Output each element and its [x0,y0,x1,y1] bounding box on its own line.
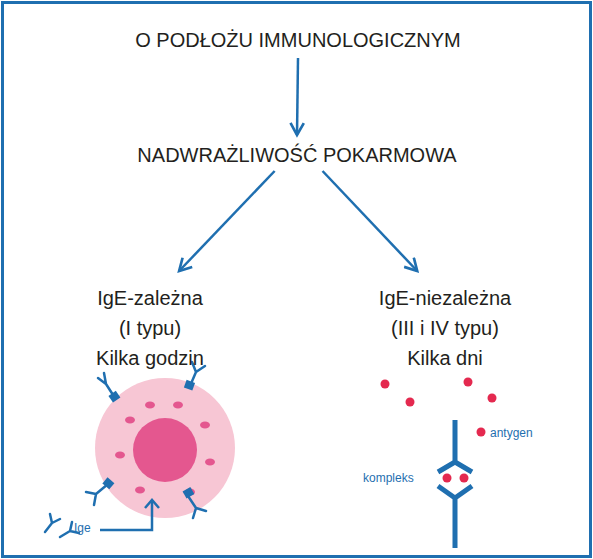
annotation-label: Ige [74,521,91,535]
text-node: NADWRAŻLIWOŚĆ POKARMOWA [137,143,456,167]
annotation-label: antygen [490,426,533,440]
node-text: (I typu) [96,313,204,343]
binding-arrow [100,500,159,530]
granules [115,402,215,496]
mast-cell [95,378,235,518]
flow-arrow [179,171,275,271]
node-text: (III i IV typu) [379,313,511,343]
text-node: IgE-zależna(I typu)Kilka godzin [96,283,204,373]
node-text: IgE-niezależna [379,283,511,313]
cell-body [95,378,235,518]
immune-complex [438,420,472,548]
text-node: IgE-niezależna(III i IV typu)Kilka dni [379,283,511,373]
node-text: Kilka godzin [96,343,204,373]
node-text: O PODŁOŻU IMMUNOLOGICZNYM [135,28,461,52]
flow-arrow [297,58,298,135]
frame-border [3,3,591,557]
flow-arrow [323,171,418,271]
node-text: NADWRAŻLIWOŚĆ POKARMOWA [137,143,456,167]
ige-antibodies [45,362,206,537]
text-node: O PODŁOŻU IMMUNOLOGICZNYM [135,28,461,52]
receptors [102,380,195,499]
annotation-label: kompleks [363,471,414,485]
node-text: IgE-zależna [96,283,204,313]
node-text: Kilka dni [379,343,511,373]
cell-nucleus [133,418,197,482]
antigens [381,378,497,483]
